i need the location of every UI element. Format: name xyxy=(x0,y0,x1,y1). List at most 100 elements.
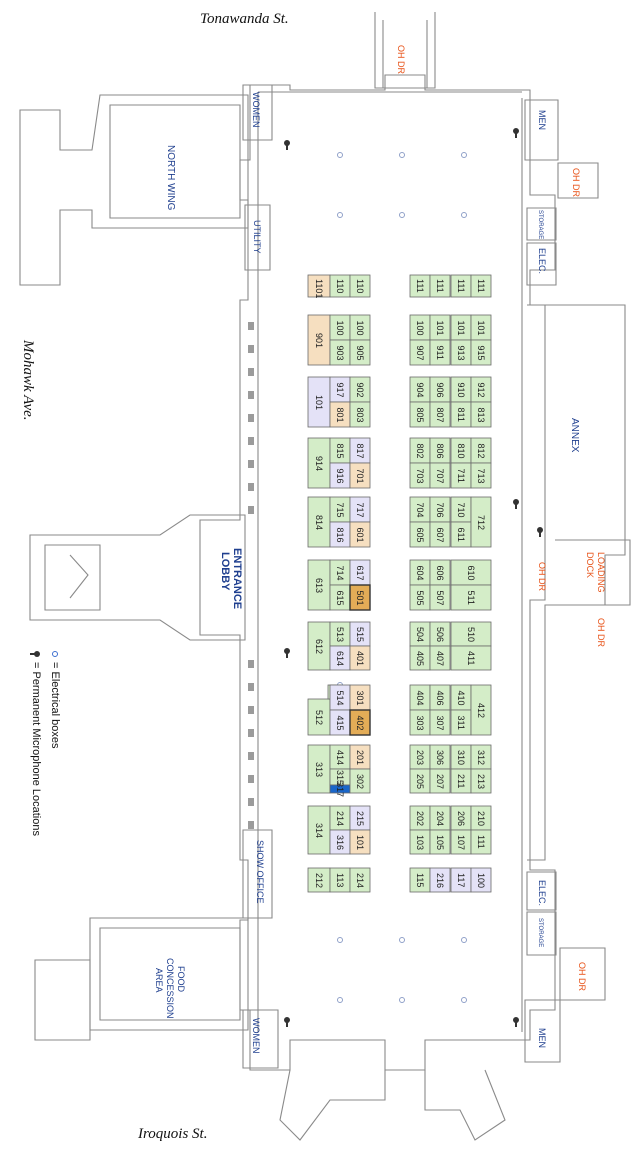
booth[interactable]: 612 xyxy=(307,621,331,671)
booth[interactable]: 216 xyxy=(429,867,451,893)
booth[interactable]: 100 xyxy=(470,867,492,893)
booth-box[interactable] xyxy=(349,867,371,893)
booth[interactable]: 117 xyxy=(450,867,472,893)
booth[interactable]: 711 xyxy=(450,462,472,489)
booth[interactable]: 810 xyxy=(450,437,472,464)
booth[interactable]: 901 xyxy=(307,314,331,366)
booth-box[interactable] xyxy=(429,645,451,671)
booth[interactable]: 713 xyxy=(470,462,492,489)
booth[interactable]: 302 xyxy=(349,768,371,794)
booth[interactable]: 506 xyxy=(429,621,451,647)
booth[interactable]: 916 xyxy=(329,462,351,489)
booth[interactable]: 111 xyxy=(470,829,492,855)
booth[interactable]: 410 xyxy=(450,684,472,711)
booth-box[interactable] xyxy=(349,584,371,611)
booth[interactable]: 910 xyxy=(450,376,472,403)
booth[interactable]: 405 xyxy=(409,645,431,671)
booth[interactable]: 514 xyxy=(329,684,351,711)
booth[interactable]: 610 xyxy=(450,559,492,586)
booth-box[interactable] xyxy=(349,645,371,671)
booth[interactable]: 100 xyxy=(409,314,431,341)
booth[interactable]: 201 xyxy=(349,744,371,770)
booth[interactable]: 704 xyxy=(409,496,431,523)
booth[interactable]: 312 xyxy=(470,744,492,770)
booth-box[interactable] xyxy=(450,559,492,586)
booth-box[interactable] xyxy=(429,339,451,366)
booth[interactable]: 803 xyxy=(349,401,371,428)
booth[interactable]: 806 xyxy=(429,437,451,464)
booth[interactable]: 706 xyxy=(429,496,451,523)
booth[interactable]: 613 xyxy=(307,559,331,611)
booth[interactable]: 714 xyxy=(329,559,351,586)
booth-box[interactable] xyxy=(429,274,451,298)
booth[interactable]: 313 xyxy=(307,744,331,794)
booth[interactable]: 100 xyxy=(329,314,351,341)
booth-box[interactable] xyxy=(349,521,371,548)
booth-box[interactable] xyxy=(429,521,451,548)
booth[interactable]: 205 xyxy=(409,768,431,794)
booth[interactable]: 402 xyxy=(349,709,371,736)
booth[interactable]: 915 xyxy=(470,339,492,366)
booth[interactable]: 507 xyxy=(429,584,451,611)
booth[interactable]: 103 xyxy=(409,829,431,855)
booth[interactable]: 912 xyxy=(470,376,492,403)
booth[interactable]: 701 xyxy=(349,462,371,489)
booth-box[interactable] xyxy=(429,401,451,428)
booth[interactable]: 206 xyxy=(450,805,472,831)
booth[interactable]: 214 xyxy=(329,805,351,831)
booth[interactable]: 504 xyxy=(409,621,431,647)
booth[interactable]: 111 xyxy=(470,274,492,298)
booth[interactable]: 101 xyxy=(470,314,492,341)
booth[interactable]: 415 xyxy=(329,709,351,736)
booth[interactable]: 113 xyxy=(329,867,351,893)
booth[interactable]: 510 xyxy=(450,621,492,647)
booth[interactable]: 801 xyxy=(329,401,351,428)
booth[interactable]: 902 xyxy=(349,376,371,403)
booth[interactable]: 213 xyxy=(470,768,492,794)
booth[interactable]: 614 xyxy=(329,645,351,671)
booth[interactable]: 515 xyxy=(349,621,371,647)
booth[interactable]: 712 xyxy=(470,496,492,548)
booth-box[interactable] xyxy=(429,709,451,736)
booth[interactable]: 310 xyxy=(450,744,472,770)
booth-box[interactable] xyxy=(450,584,492,611)
booth[interactable]: 1101 xyxy=(307,274,331,298)
booth[interactable]: 710 xyxy=(450,496,472,523)
booth[interactable]: 207 xyxy=(429,768,451,794)
booth[interactable]: 607 xyxy=(429,521,451,548)
booth[interactable]: 903 xyxy=(329,339,351,366)
booth-box[interactable] xyxy=(349,768,371,794)
booth[interactable]: 111 xyxy=(429,274,451,298)
booth[interactable]: 813 xyxy=(470,401,492,428)
booth[interactable]: 307 xyxy=(429,709,451,736)
booth[interactable]: 904 xyxy=(409,376,431,403)
booth[interactable]: 214 xyxy=(349,867,371,893)
booth[interactable]: 913 xyxy=(450,339,472,366)
booth-box[interactable] xyxy=(429,768,451,794)
booth[interactable]: 411 xyxy=(450,645,492,671)
booth[interactable]: 703 xyxy=(409,462,431,489)
booth-box[interactable] xyxy=(349,274,371,298)
booth[interactable]: 605 xyxy=(409,521,431,548)
booth[interactable]: 412 xyxy=(470,684,492,736)
booth[interactable]: 101 xyxy=(429,314,451,341)
booth-box[interactable] xyxy=(349,339,371,366)
booth[interactable]: 314 xyxy=(307,805,331,855)
booth-box[interactable] xyxy=(470,768,492,794)
booth[interactable]: 606 xyxy=(429,559,451,586)
booth[interactable]: 501 xyxy=(349,584,371,611)
booth[interactable]: 100 xyxy=(349,314,371,341)
booth[interactable]: 715 xyxy=(329,496,351,523)
booth[interactable]: 807 xyxy=(429,401,451,428)
booth[interactable]: 604 xyxy=(409,559,431,586)
booth-box[interactable] xyxy=(429,829,451,855)
booth[interactable]: 204 xyxy=(429,805,451,831)
booth[interactable]: 406 xyxy=(429,684,451,711)
booth[interactable]: 101 xyxy=(349,829,371,855)
booth[interactable]: 907 xyxy=(409,339,431,366)
booth-box[interactable] xyxy=(349,401,371,428)
booth[interactable]: 316 xyxy=(329,829,351,855)
booth[interactable]: 601 xyxy=(349,521,371,548)
booth[interactable]: 905 xyxy=(349,339,371,366)
booth[interactable]: 311 xyxy=(450,709,472,736)
